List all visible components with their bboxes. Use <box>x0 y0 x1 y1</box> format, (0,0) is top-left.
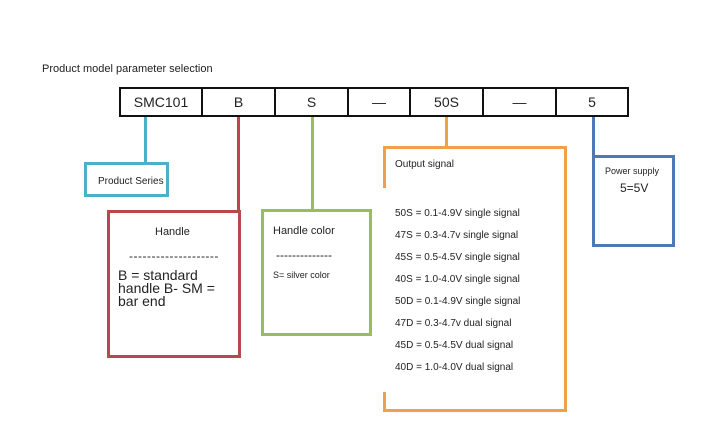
handle-color-divider: -------------- <box>276 248 332 262</box>
handle-color-options: S= silver color <box>273 270 330 280</box>
power-connector <box>592 117 595 155</box>
model-cell-series: SMC101 <box>121 89 203 115</box>
power-supply-title: Power supply <box>605 166 660 176</box>
model-cell-separator-2: — <box>484 89 557 115</box>
output-signal-item: 45S = 0.5-4.5V single signal <box>395 252 520 263</box>
model-cell-output: 50S <box>411 89 484 115</box>
model-code-bar: SMC101 B S — 50S — 5 <box>119 87 629 117</box>
handle-title: Handle <box>155 226 190 238</box>
handle-connector <box>237 117 240 210</box>
handle-color-title: Handle color <box>273 225 335 237</box>
handle-box: Handle -------------------- B = standard… <box>107 210 241 358</box>
power-supply-box: Power supply 5=5V <box>592 155 675 247</box>
output-signal-item: 40S = 1.0-4.0V single signal <box>395 274 520 285</box>
output-signal-box-gap <box>379 188 389 392</box>
output-signal-item: 47S = 0.3-4.7v single signal <box>395 230 519 241</box>
output-connector <box>445 117 448 146</box>
power-supply-value: 5=5V <box>620 181 649 195</box>
output-signal-item: 50D = 0.1-4.9V single signal <box>395 296 521 307</box>
color-connector <box>311 117 314 209</box>
model-cell-separator-1: — <box>349 89 411 115</box>
output-signal-item: 50S = 0.1-4.9V single signal <box>395 208 520 219</box>
handle-color-box: Handle color -------------- S= silver co… <box>261 209 372 336</box>
product-series-box: Product Series <box>84 162 169 197</box>
series-connector <box>144 117 147 162</box>
output-signal-item: 40D = 1.0-4.0V dual signal <box>395 362 514 373</box>
model-cell-color: S <box>276 89 349 115</box>
model-cell-handle: B <box>203 89 276 115</box>
handle-divider: -------------------- <box>129 249 219 263</box>
handle-options: B = standard handle B- SM = bar end <box>118 267 215 309</box>
output-signal-title: Output signal <box>395 159 454 170</box>
diagram-title: Product model parameter selection <box>42 63 213 75</box>
output-signal-item: 45D = 0.5-4.5V dual signal <box>395 340 514 351</box>
model-cell-power: 5 <box>588 94 596 110</box>
output-signal-item: 47D = 0.3-4.7v dual signal <box>395 318 512 329</box>
product-series-label: Product Series <box>98 176 164 187</box>
